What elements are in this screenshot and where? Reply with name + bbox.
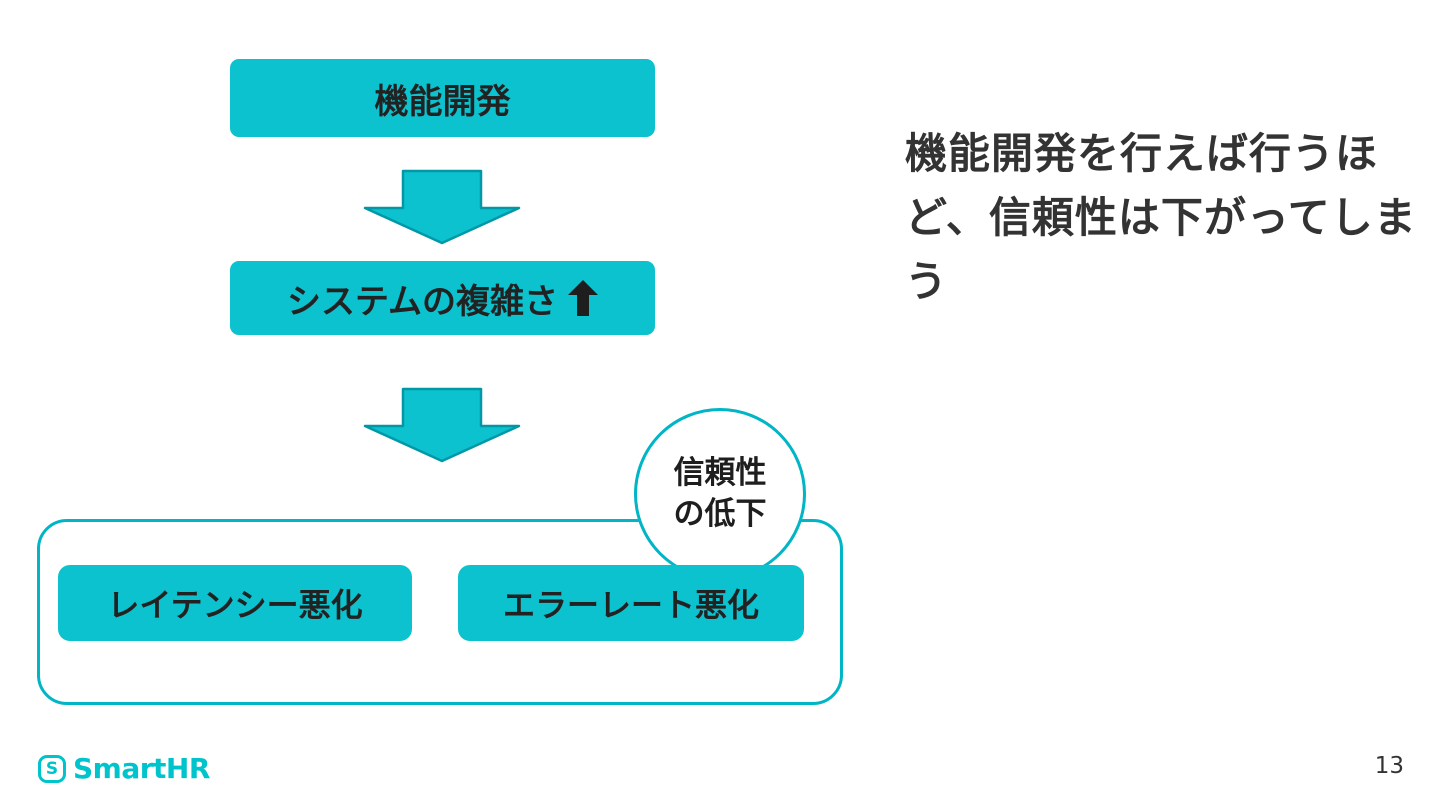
down-block-arrow-icon <box>363 169 521 245</box>
node-error-rate-degradation-label: エラーレート悪化 <box>502 586 759 624</box>
node-error-rate-degradation: エラーレート悪化 <box>458 565 804 641</box>
reliability-badge-line2: の低下 <box>673 496 767 532</box>
reliability-badge-line1: 信頼性 <box>673 455 767 491</box>
smarthr-logo-icon: S <box>38 754 66 783</box>
smarthr-logo: S SmartHR <box>38 752 210 785</box>
reliability-badge: 信頼性 の低下 <box>634 408 806 580</box>
node-latency-degradation-label: レイテンシー悪化 <box>107 586 363 624</box>
down-block-arrow-icon <box>363 387 521 463</box>
node-feature-development-label: 機能開発 <box>374 81 511 122</box>
node-feature-development: 機能開発 <box>230 59 655 137</box>
page-number: 13 <box>1374 753 1404 779</box>
smarthr-logo-wordmark: SmartHR <box>73 752 210 785</box>
node-system-complexity: システムの複雑さ <box>230 261 655 335</box>
slide-caption: 機能開発を行えば行うほど、信頼性は下がってしまう <box>905 129 1417 306</box>
up-arrow-icon <box>567 280 598 316</box>
node-system-complexity-label: システムの複雑さ <box>287 281 558 322</box>
node-latency-degradation: レイテンシー悪化 <box>58 565 412 641</box>
